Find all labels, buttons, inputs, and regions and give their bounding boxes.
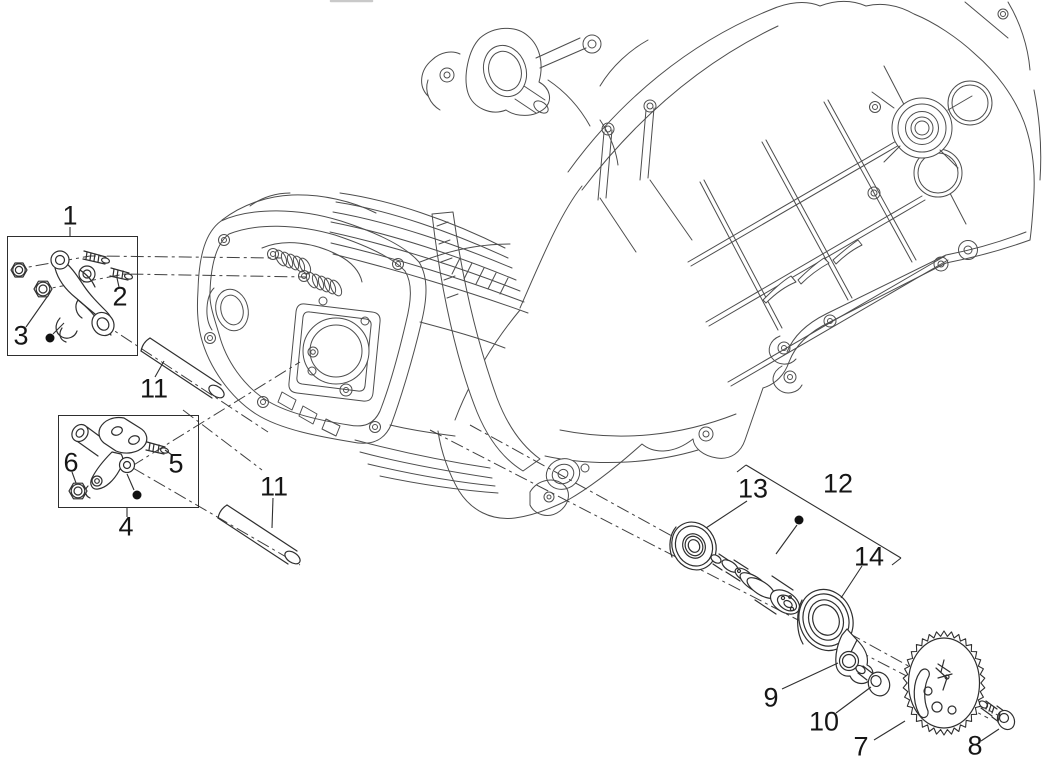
callout-label-10: 10 [808,706,840,737]
leader-8 [980,728,1000,742]
callout-label-5: 5 [168,448,184,479]
axis-shaft-11a [100,321,269,433]
leader-11a [154,360,165,378]
callout-label-6: 6 [63,447,79,478]
reference-dot-1 [45,333,55,343]
adjuster-screw-5 [145,441,170,455]
axis-rocker4-adjuster [131,361,301,467]
reference-dot-4 [132,490,142,500]
leader-14 [840,565,863,599]
leader-13 [705,500,748,529]
bearing-seal-14 [797,588,854,652]
axis-shaft-11b [132,467,301,566]
callout-label-9: 9 [763,682,779,713]
leader-11b [271,497,274,529]
adjuster-screw-2-upper [82,250,111,265]
rocker-shaft-11b [217,504,301,565]
lock-nut-3-upper [10,262,28,278]
leader-6 [71,471,77,484]
axis-camshaft-front [429,429,989,719]
rocker-arm-assembly-1 [50,250,115,343]
camshaft-12 [710,553,801,615]
callout-label-8: 8 [967,730,983,761]
lock-nut-6 [68,482,88,500]
reference-dot-12 [794,515,804,525]
leader-2 [116,277,120,288]
part-group-box-4 [58,415,199,508]
leader-10 [835,686,872,714]
leader-dot-1 [52,322,65,335]
ball-bearing-13 [669,521,717,571]
decompression-lever-9 [835,628,874,685]
sprocket-bolt-8 [978,700,1016,731]
callout-label-1: 1 [62,200,78,231]
leader-3 [25,296,48,328]
callout-label-3: 3 [13,320,29,351]
adjuster-screw-2-lower [109,267,134,281]
callout-label-4: 4 [118,511,134,542]
callout-label-14: 14 [853,541,885,572]
engine-line-art [196,0,1042,519]
camshaft-sprocket-7 [902,630,986,736]
leader-9 [781,662,839,690]
leader-dot-4 [126,473,135,491]
bracket-12 [736,464,902,566]
rocker-arm-assembly-4 [71,416,148,499]
leader-7 [873,720,906,741]
callout-label-11a: 11 [139,373,169,404]
flat-screw-10 [855,664,891,697]
callout-label-7: 7 [853,731,869,762]
axis-camshaft-main [469,424,1015,725]
leader-5 [164,449,173,456]
axis-head-bore [182,409,263,471]
callout-leader-lines [25,227,1000,742]
callout-label-13: 13 [737,473,769,504]
leader-12-dot [775,524,798,555]
callout-label-11b: 11 [259,471,289,502]
callout-label-12: 12 [822,468,854,499]
callout-label-2: 2 [112,281,128,312]
lock-nut-3-lower [33,280,53,298]
part-group-box-1 [7,236,138,356]
rocker-shaft-11a [140,337,225,399]
